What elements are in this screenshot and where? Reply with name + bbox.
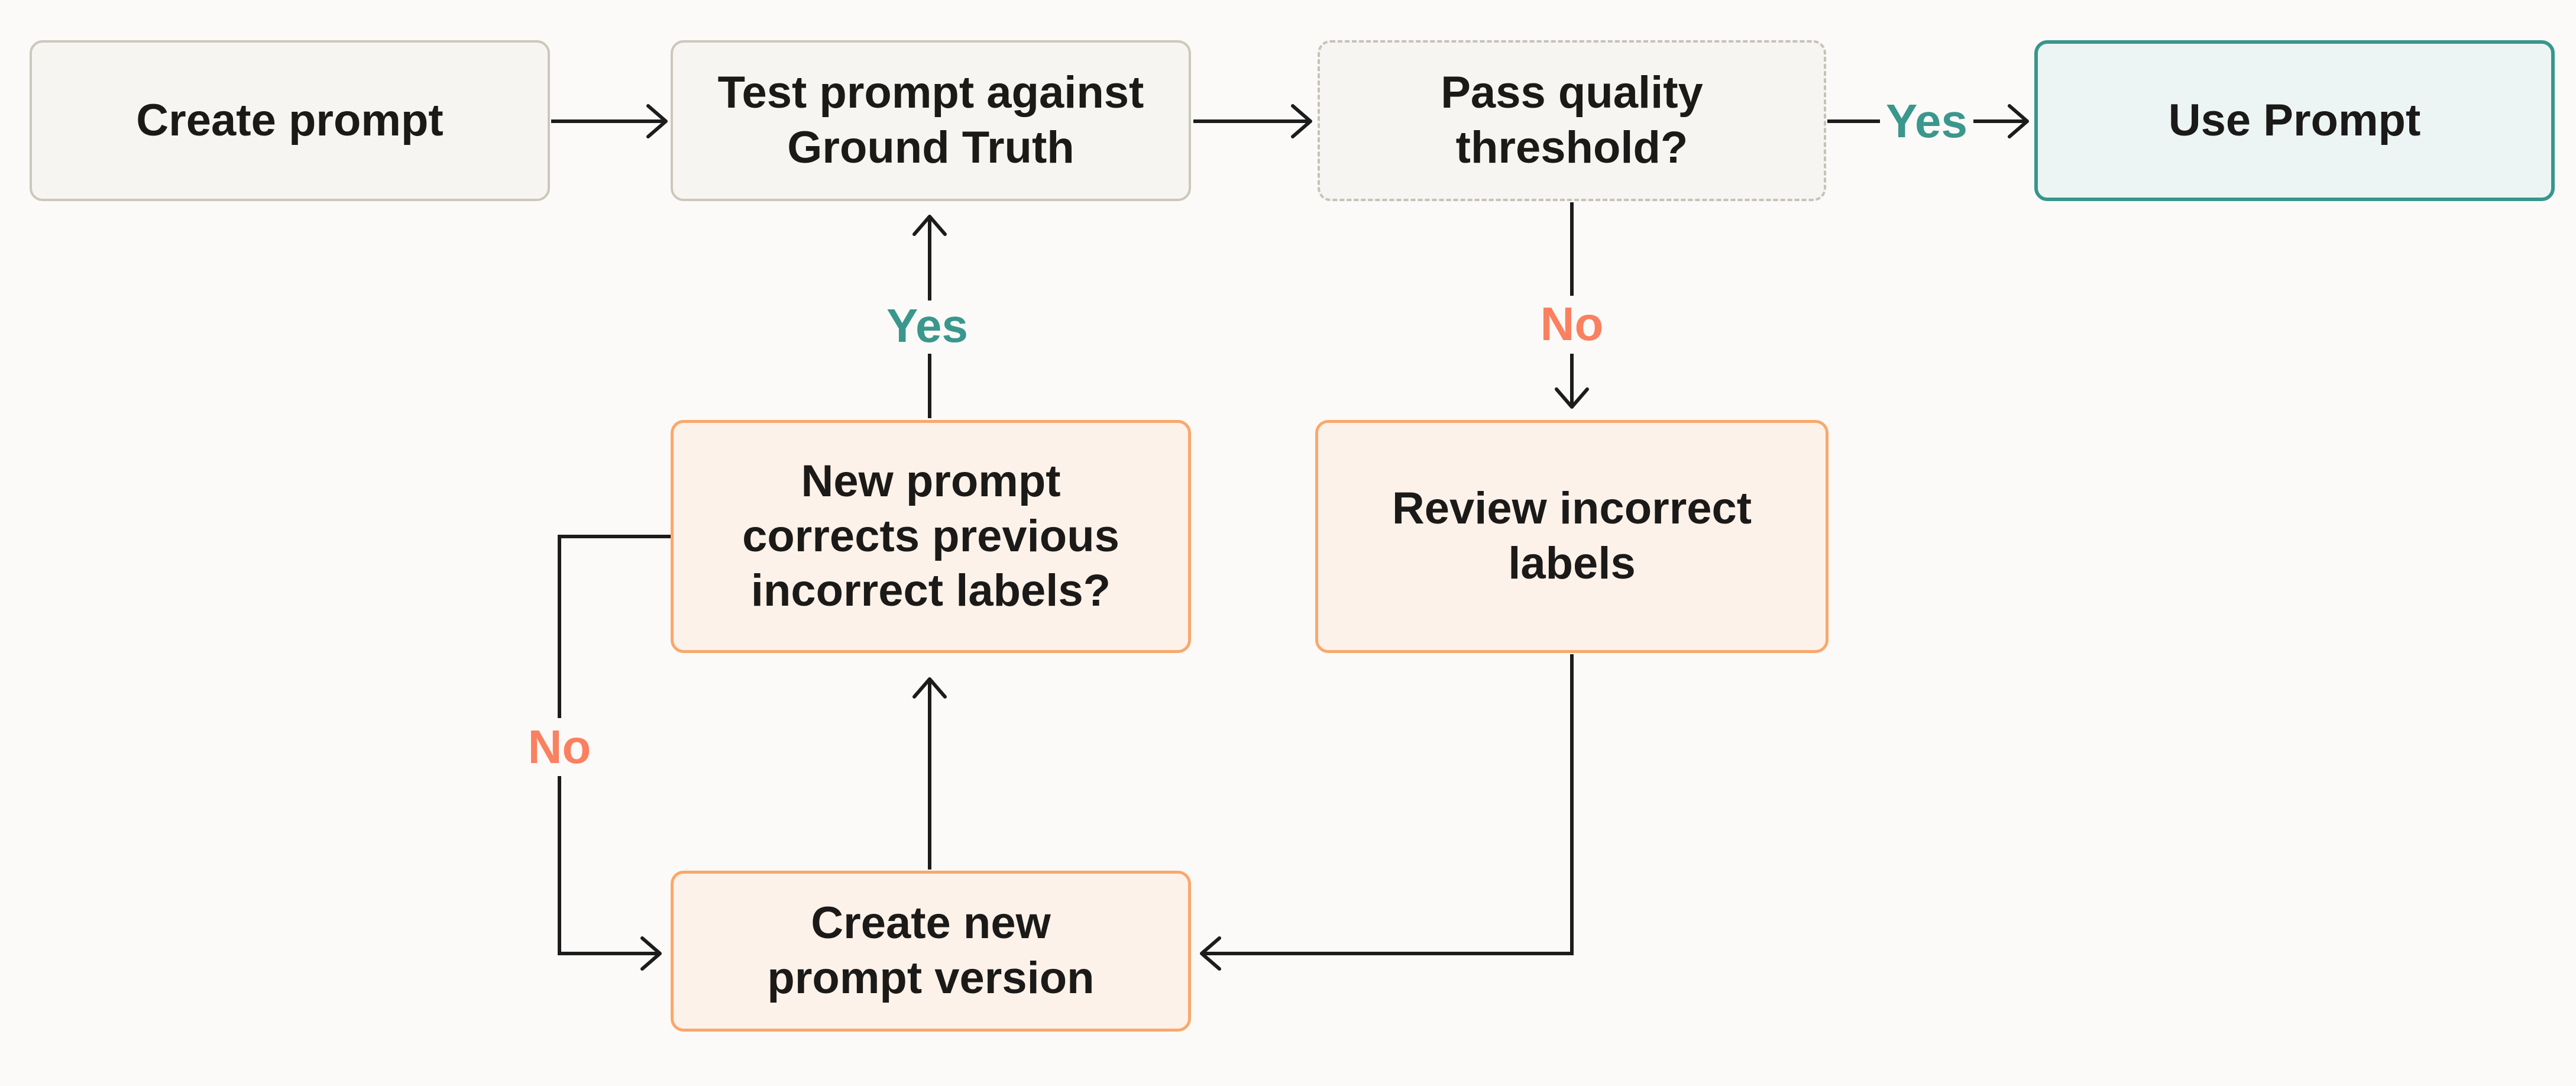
edge-corrects-to-no-label <box>558 535 672 718</box>
edge-label-no-right: No <box>1534 300 1610 348</box>
node-create-prompt: Create prompt <box>30 40 550 201</box>
edge-label-yes-top: Yes <box>1880 98 1973 145</box>
node-use-prompt: Use Prompt <box>2034 40 2555 201</box>
edge-no-label-to-create-new <box>558 776 662 971</box>
node-new-prompt-corrects: New prompt corrects previous incorrect l… <box>671 420 1191 653</box>
edge-label-no-left: No <box>522 723 597 771</box>
edge-label-yes-middle: Yes <box>881 302 974 350</box>
node-review-labels: Review incorrect labels <box>1315 420 1829 653</box>
node-pass-threshold-label: Pass quality threshold? <box>1441 67 1703 173</box>
node-use-prompt-label: Use Prompt <box>2168 95 2421 146</box>
node-create-new-version: Create new prompt version <box>671 871 1191 1032</box>
node-test-prompt: Test prompt against Ground Truth <box>671 40 1191 201</box>
node-new-prompt-corrects-label: New prompt corrects previous incorrect l… <box>742 455 1119 616</box>
node-create-prompt-label: Create prompt <box>136 95 444 146</box>
node-pass-threshold: Pass quality threshold? <box>1318 40 1826 201</box>
node-review-labels-label: Review incorrect labels <box>1391 483 1752 589</box>
node-test-prompt-label: Test prompt against Ground Truth <box>717 67 1144 173</box>
edge-review-to-create-new <box>1200 654 1574 971</box>
node-create-new-version-label: Create new prompt version <box>767 898 1095 1003</box>
